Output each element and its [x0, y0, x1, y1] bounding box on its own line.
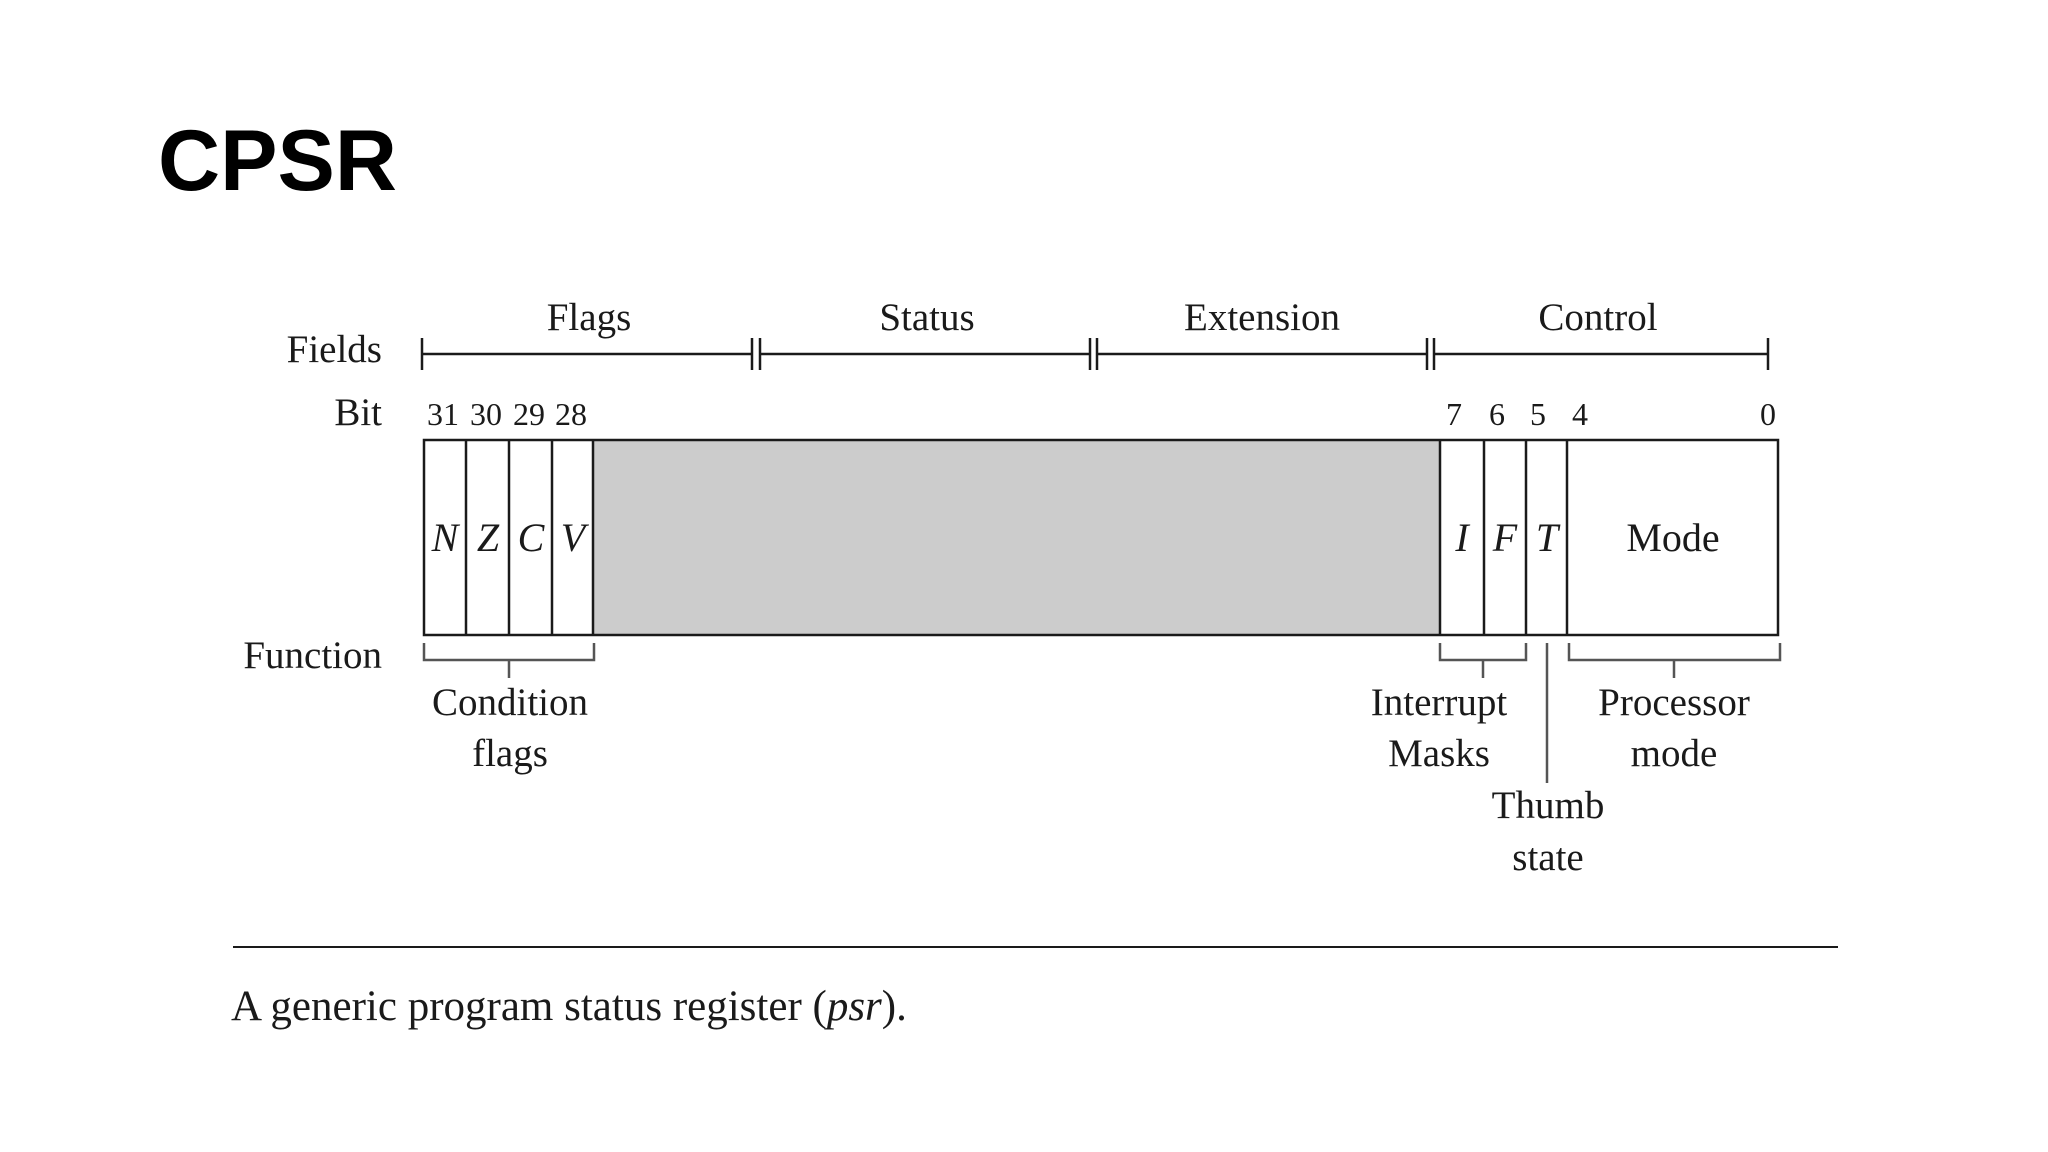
bit-row-label: Bit [334, 391, 382, 434]
bit-number-29: 29 [513, 396, 545, 432]
processor-mode-label-line1: Processor [1598, 681, 1750, 724]
reserved-bits-area [593, 440, 1440, 635]
thumb-state-label-line1: Thumb [1492, 784, 1605, 827]
cell-z-flag: Z [477, 515, 500, 560]
field-label-extension: Extension [1184, 296, 1340, 339]
bit-number-6: 6 [1489, 396, 1505, 432]
interrupt-masks-bracket [1438, 643, 1528, 678]
caption-psr: psr [826, 983, 882, 1030]
condition-flags-label-line1: Condition [432, 681, 588, 724]
interrupt-masks-label-line1: Interrupt [1371, 681, 1508, 724]
condition-flags-label-line2: flags [472, 732, 548, 775]
field-label-control: Control [1538, 296, 1657, 339]
field-range-status [758, 338, 1092, 370]
condition-flags-bracket [422, 643, 596, 678]
cell-mode: Mode [1626, 515, 1719, 560]
function-row-label: Function [243, 634, 382, 677]
field-range-extension [1095, 338, 1429, 370]
bit-number-28: 28 [555, 396, 587, 432]
interrupt-masks-label-line2: Masks [1388, 732, 1490, 775]
bit-number-4: 4 [1572, 396, 1588, 432]
cell-i-bit: I [1454, 515, 1470, 560]
cell-f-bit: F [1492, 515, 1518, 560]
processor-mode-bracket [1567, 643, 1782, 678]
field-range-flags [420, 338, 754, 370]
cell-t-bit: T [1536, 515, 1561, 560]
figure-caption: A generic program status register (psr). [231, 982, 907, 1031]
bit-number-5: 5 [1530, 396, 1546, 432]
cell-c-flag: C [518, 515, 546, 560]
cell-v-flag: V [561, 515, 590, 560]
bit-number-31: 31 [427, 396, 459, 432]
register-outline [422, 438, 1780, 637]
field-range-control [1432, 338, 1770, 370]
field-label-flags: Flags [547, 296, 632, 339]
bit-number-30: 30 [470, 396, 502, 432]
thumb-state-label-line2: state [1512, 836, 1583, 879]
register-cell-dividers [464, 440, 1569, 635]
field-label-status: Status [879, 296, 974, 339]
caption-prefix: A generic program status register ( [231, 983, 827, 1030]
fields-row-label: Fields [287, 328, 382, 371]
slide-title: CPSR [158, 113, 397, 209]
cell-n-flag: N [431, 515, 461, 560]
bit-number-0: 0 [1760, 396, 1776, 432]
caption-suffix: ). [881, 983, 907, 1030]
processor-mode-label-line2: mode [1631, 732, 1718, 775]
bit-number-7: 7 [1446, 396, 1462, 432]
